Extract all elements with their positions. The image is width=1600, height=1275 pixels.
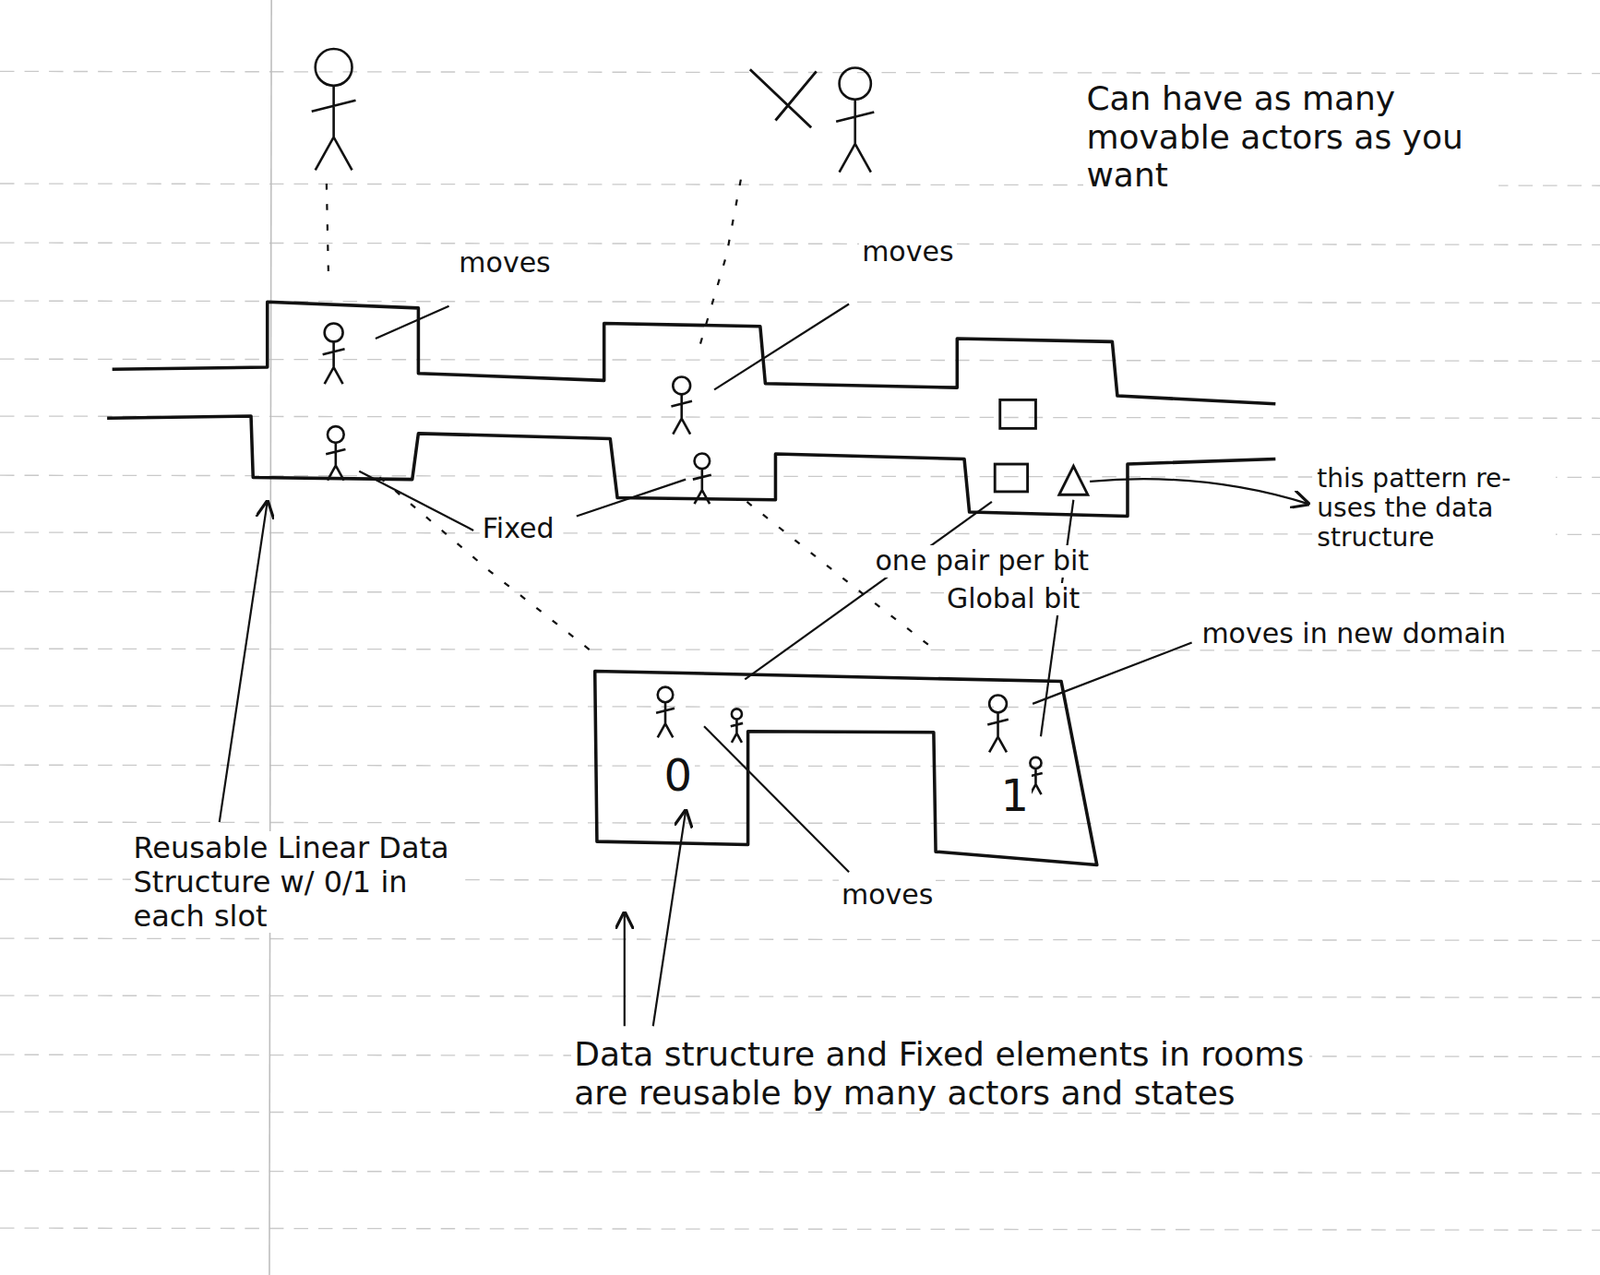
actor-figure (670, 377, 693, 435)
ruled-lines (0, 71, 1600, 1230)
corridor-upper (112, 301, 1277, 405)
actor-figure (692, 453, 712, 504)
note-label: 0 (661, 750, 696, 801)
movement-lines (326, 179, 940, 659)
actor-figure (730, 708, 743, 742)
actor-figure (987, 694, 1009, 753)
bit-square (994, 464, 1027, 492)
corridor-lower (107, 416, 1276, 516)
actor-figure (322, 322, 346, 384)
note-label: Reusable Linear Data Structure w/ 0/1 in… (131, 831, 464, 933)
actor-figure (656, 687, 675, 739)
note-label: moves (838, 879, 936, 912)
note-label: 1 (998, 770, 1033, 822)
cross-mark (750, 69, 817, 128)
room-outline (595, 670, 1098, 865)
bit-square (1000, 399, 1037, 429)
actor-figure (835, 68, 874, 173)
note-label: moves in new domain (1198, 618, 1509, 651)
note-label: moves (859, 236, 956, 269)
bit-triangle (1059, 465, 1088, 495)
note-label: Data structure and Fixed elements in roo… (571, 1035, 1310, 1112)
note-label: this pattern re-uses the data structure (1313, 464, 1556, 554)
margin-line (269, 0, 272, 1275)
actor-figure (325, 426, 346, 480)
note-label: one pair per bit (872, 545, 1093, 578)
note-label: moves (455, 247, 553, 280)
note-label: Can have as many movable actors as you w… (1083, 79, 1499, 194)
actor-figure (311, 48, 357, 170)
note-label: Global bit (943, 583, 1083, 616)
note-label: Fixed (479, 513, 558, 546)
